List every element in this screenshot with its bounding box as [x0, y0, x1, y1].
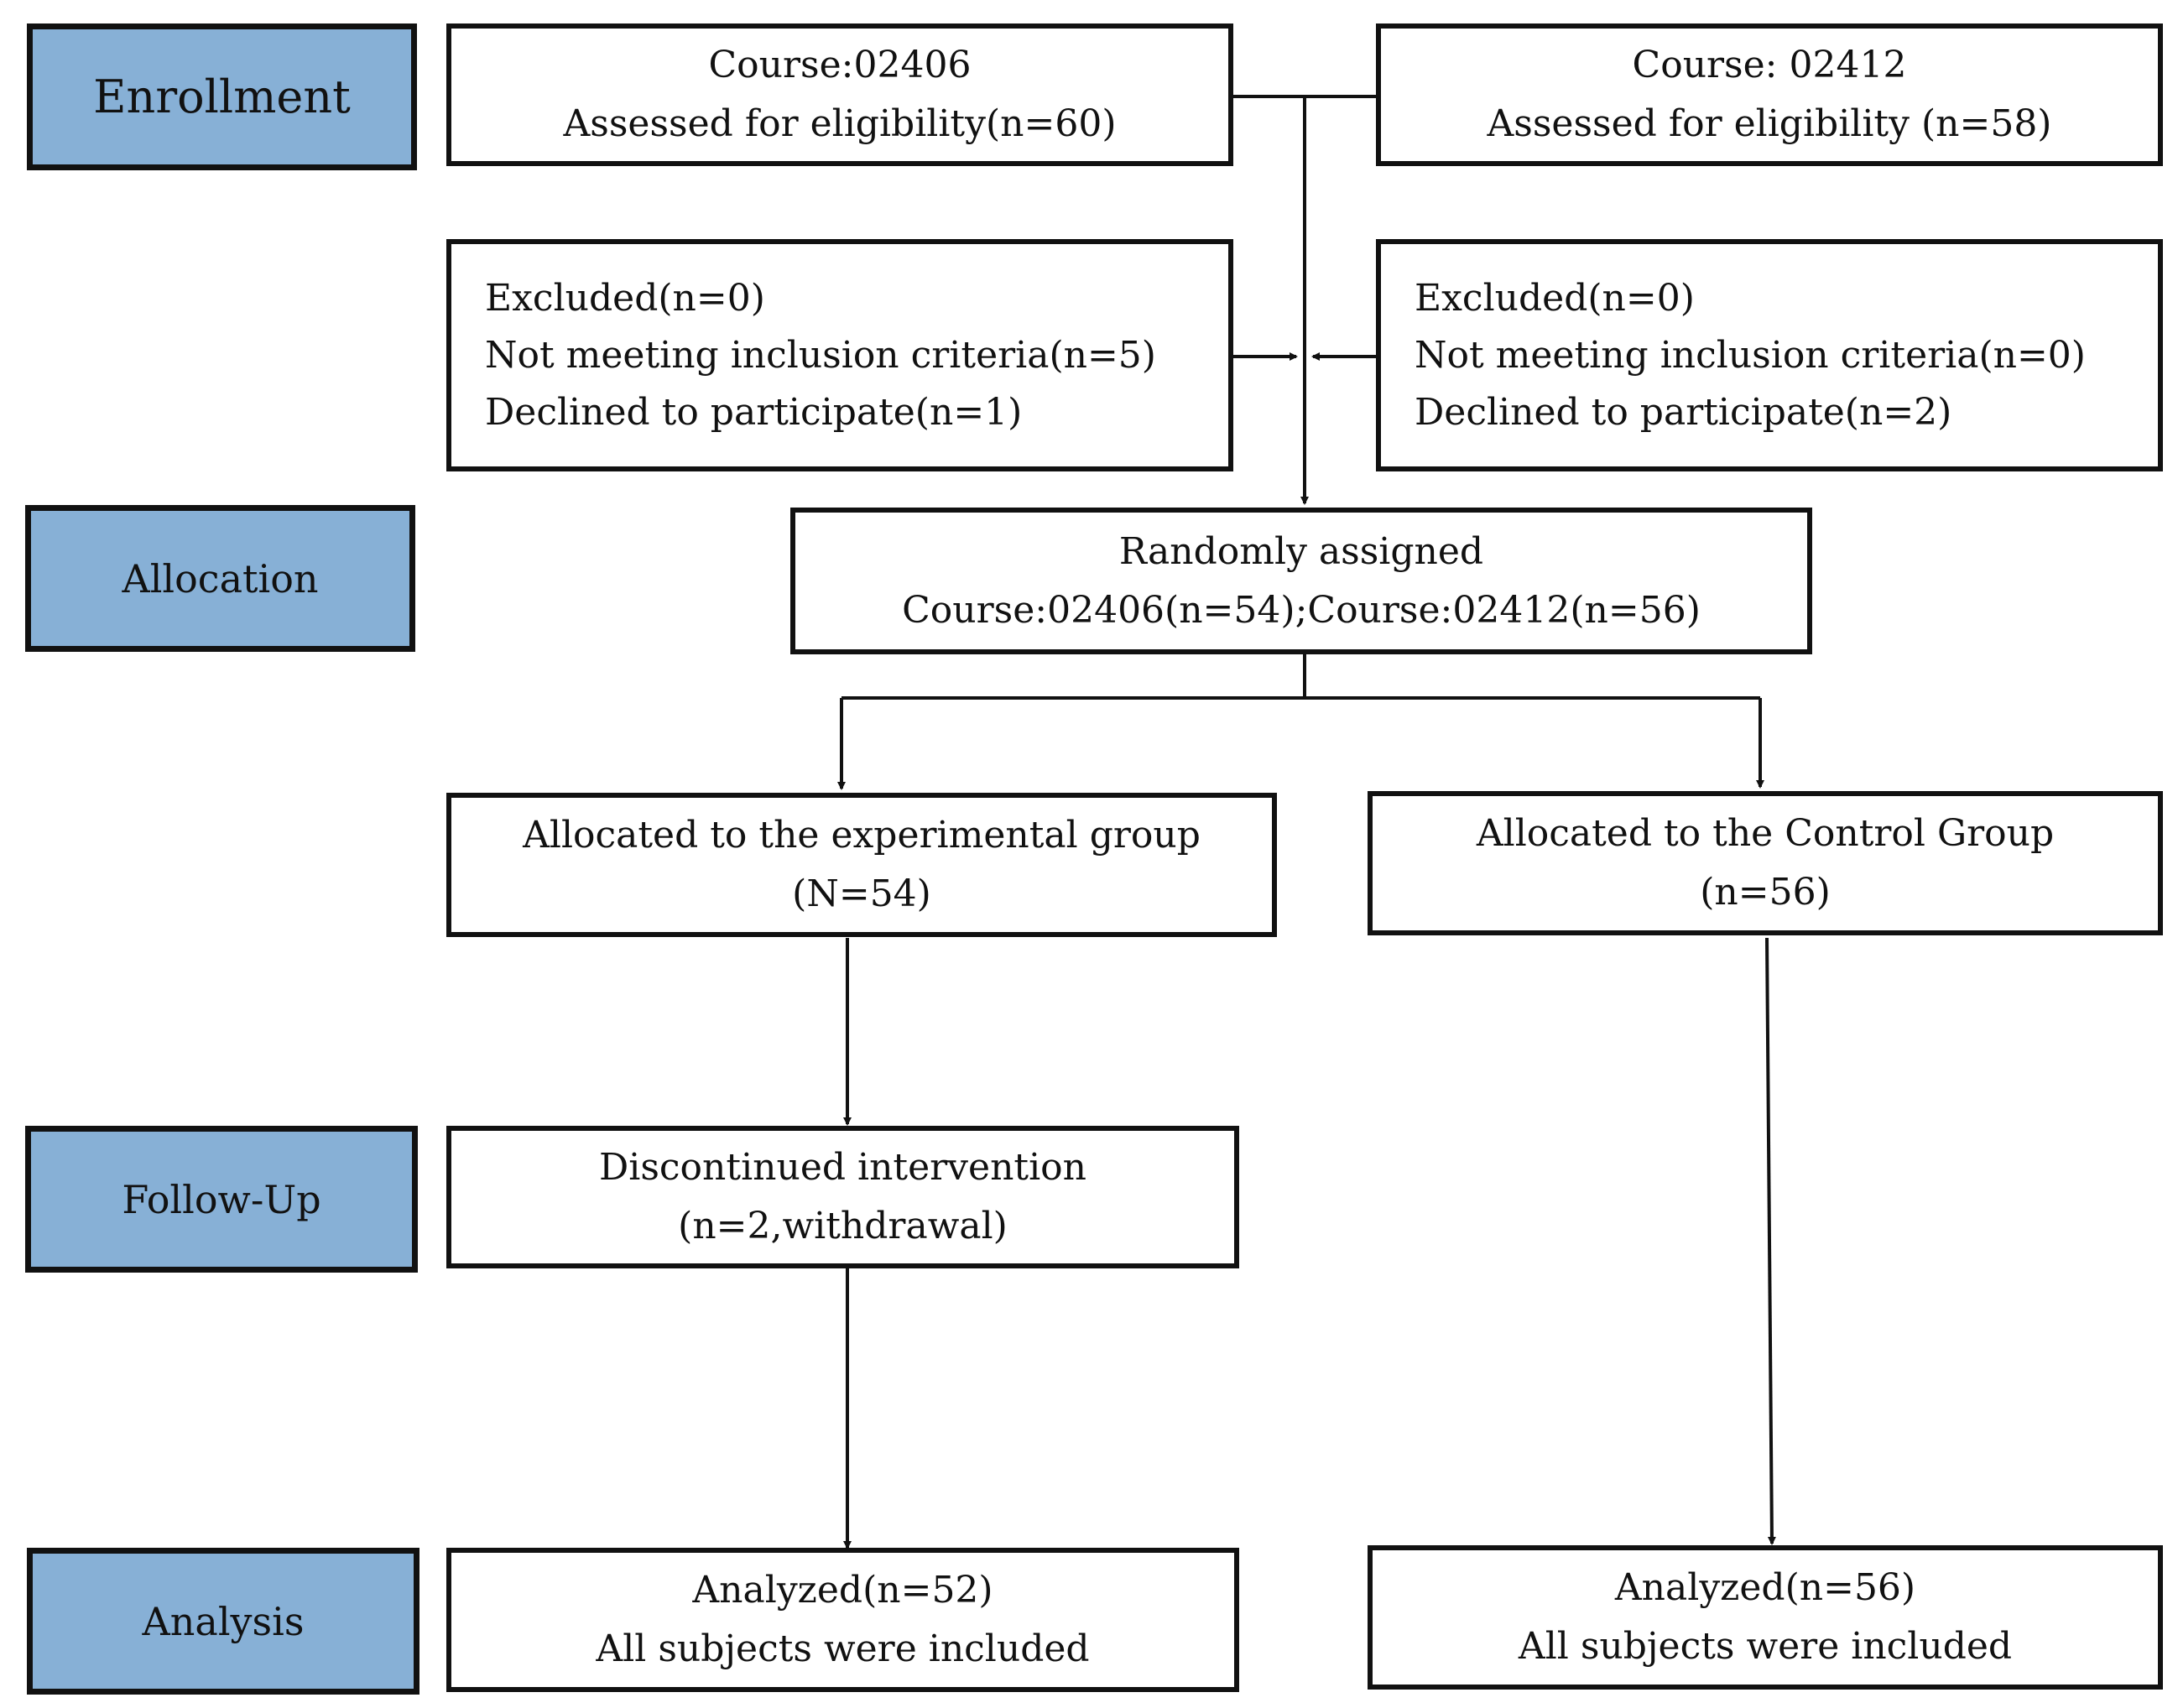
discontinued-intervention-box: Discontinued intervention (n=2,withdrawa… [446, 1126, 1239, 1268]
enroll-right-line1: Course: 02412 [1632, 44, 1907, 86]
enroll-course-02412-box: Course: 02412 Assessed for eligibility (… [1376, 23, 2163, 166]
followup-exp-line2: (n=2,withdrawal) [678, 1205, 1008, 1247]
alloc-ctrl-line1: Allocated to the Control Group [1476, 812, 2055, 855]
excluded-left-box: Excluded(n=0) Not meeting inclusion crit… [446, 239, 1233, 471]
excluded-right-line3: Declined to participate(n=2) [1415, 390, 1952, 434]
excluded-left-line1: Excluded(n=0) [485, 276, 765, 320]
randomly-assigned-box: Randomly assigned Course:02406(n=54);Cou… [790, 508, 1812, 654]
followup-exp-line1: Discontinued intervention [598, 1146, 1086, 1189]
stage-analysis-label: Analysis [142, 1598, 305, 1644]
random-line1: Randomly assigned [1118, 529, 1484, 573]
enroll-course-02406-box: Course:02406 Assessed for eligibility(n=… [446, 23, 1233, 166]
excluded-right-line1: Excluded(n=0) [1415, 276, 1695, 320]
ctrl-to-analysis-arrow [1765, 937, 1776, 1545]
alloc-ctrl-line2: (n=56) [1700, 871, 1831, 914]
analysis-ctrl-line2: All subjects were included [1518, 1625, 2013, 1668]
analysis-ctrl-line1: Analyzed(n=56) [1614, 1566, 1916, 1609]
analyzed-control-box: Analyzed(n=56) All subjects were include… [1368, 1545, 2163, 1690]
allocated-experimental-box: Allocated to the experimental group (N=5… [446, 793, 1277, 937]
allocated-control-box: Allocated to the Control Group (n=56) [1368, 791, 2163, 935]
analysis-exp-line2: All subjects were included [596, 1627, 1090, 1670]
excluded-left-line2: Not meeting inclusion criteria(n=5) [485, 333, 1156, 377]
enroll-right-line2: Assessed for eligibility (n=58) [1487, 102, 2052, 145]
alloc-exp-line2: (N=54) [792, 872, 931, 915]
excluded-left-line3: Declined to participate(n=1) [485, 390, 1023, 434]
stage-analysis: Analysis [27, 1548, 419, 1695]
random-split-line [842, 654, 1760, 700]
stage-enrollment-label: Enrollment [93, 70, 351, 123]
stage-follow-up: Follow-Up [25, 1126, 418, 1273]
stage-follow-up-label: Follow-Up [122, 1176, 321, 1222]
stage-allocation-label: Allocation [122, 555, 319, 601]
excluded-right-line2: Not meeting inclusion criteria(n=0) [1415, 333, 2086, 377]
random-line2: Course:02406(n=54);Course:02412(n=56) [902, 588, 1701, 632]
analysis-exp-line1: Analyzed(n=52) [692, 1569, 993, 1612]
enroll-left-line2: Assessed for eligibility(n=60) [563, 102, 1117, 145]
excluded-right-box: Excluded(n=0) Not meeting inclusion crit… [1376, 239, 2163, 471]
alloc-exp-line1: Allocated to the experimental group [523, 814, 1201, 857]
stage-allocation: Allocation [25, 505, 415, 652]
stage-enrollment: Enrollment [27, 23, 417, 170]
analyzed-experimental-box: Analyzed(n=52) All subjects were include… [446, 1548, 1239, 1692]
enroll-left-line1: Course:02406 [708, 44, 972, 86]
